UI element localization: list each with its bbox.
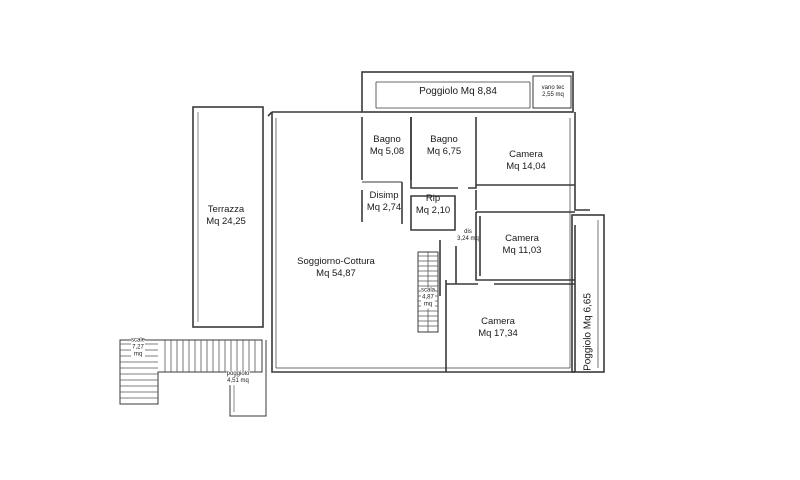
camera3-name: Camera (481, 316, 515, 328)
poggiolo-small-label: poggiolo 4,51 mq (226, 371, 250, 385)
disimp-name: Disimp (369, 190, 399, 202)
poggiolo-right-label: Poggiolo Mq 6,65 (582, 293, 594, 371)
camera1-area: Mq 14,04 (506, 161, 546, 172)
poggiolo-top-name: Poggiolo Mq 8,84 (419, 85, 497, 97)
camera3-label: Camera Mq 17,34 (478, 316, 518, 340)
camera2-label: Camera Mq 11,03 (503, 233, 542, 257)
terrazza-label: Terrazza Mq 24,25 (206, 204, 246, 228)
scale-ext-line1: scale (130, 337, 146, 344)
rip-label: Rip Mq 2,10 (416, 193, 450, 217)
disimp-area: Mq 2,74 (366, 202, 402, 213)
soggiorno-area: Mq 54,87 (316, 268, 356, 279)
rip-name: Rip (425, 193, 441, 205)
poggiolo-top-label: Poggiolo Mq 8,84 (419, 86, 497, 99)
bagno1-label: Bagno Mq 5,08 (370, 134, 404, 158)
vano-tec-label: vano tec 2,55 mq (542, 85, 565, 99)
bagno1-area: Mq 5,08 (369, 146, 405, 157)
ext-stair-outline (119, 339, 263, 405)
main-outline (267, 111, 590, 373)
vano-tec-line1: vano tec (541, 85, 565, 92)
soggiorno-label: Soggiorno-Cottura Mq 54,87 (297, 256, 375, 280)
poggiolo-small-line1: poggiolo (226, 371, 250, 378)
bagno2-walls (410, 117, 477, 189)
scale-ext-line3: mq (133, 351, 143, 358)
vano-tec-line2: 2,55 mq (542, 92, 564, 98)
camera1-label: Camera Mq 14,04 (506, 149, 546, 173)
camera1-walls (475, 184, 575, 210)
disimp-label: Disimp Mq 2,74 (367, 190, 401, 214)
camera1-name: Camera (509, 149, 543, 161)
terrazza-name: Terrazza (207, 204, 245, 216)
dis-label: dis 3,24 mq (457, 229, 479, 243)
poggiolo-small-line2: 4,51 mq (227, 378, 249, 384)
scale-ext-label: scale 7,27 mq (130, 337, 146, 359)
camera2-area: Mq 11,03 (502, 245, 542, 256)
scala-inner-line3: mq (423, 301, 433, 308)
terrazza-area: Mq 24,25 (206, 216, 246, 227)
camera2-walls (475, 211, 575, 281)
terrazza-outline (192, 106, 264, 328)
rip-walls (410, 195, 456, 231)
rip-area: Mq 2,10 (415, 205, 451, 216)
scale-ext-line2: 7,27 (132, 344, 144, 351)
scala-inner-label: scala 4,87 mq (420, 287, 436, 309)
bagno2-label: Bagno Mq 6,75 (427, 134, 461, 158)
poggiolo-right-outline (571, 214, 605, 373)
scala-inner-line1: scala (420, 287, 436, 294)
dis-walls (439, 240, 457, 296)
poggiolo-top-outline (361, 71, 574, 113)
camera3-area: Mq 17,34 (478, 328, 518, 339)
bagno2-area: Mq 6,75 (426, 146, 462, 157)
small-balcony-outline (229, 340, 267, 417)
camera2-name: Camera (505, 233, 539, 245)
dis-line1: dis (464, 229, 472, 236)
bagno1-name: Bagno (373, 134, 401, 146)
scala-inner-line2: 4,87 (422, 294, 434, 301)
bagno2-name: Bagno (430, 134, 458, 146)
soggiorno-name: Soggiorno-Cottura (297, 256, 375, 268)
vano-tec-outline (532, 75, 572, 109)
camera3-walls (445, 280, 575, 372)
dis-line2: 3,24 mq (457, 236, 479, 242)
